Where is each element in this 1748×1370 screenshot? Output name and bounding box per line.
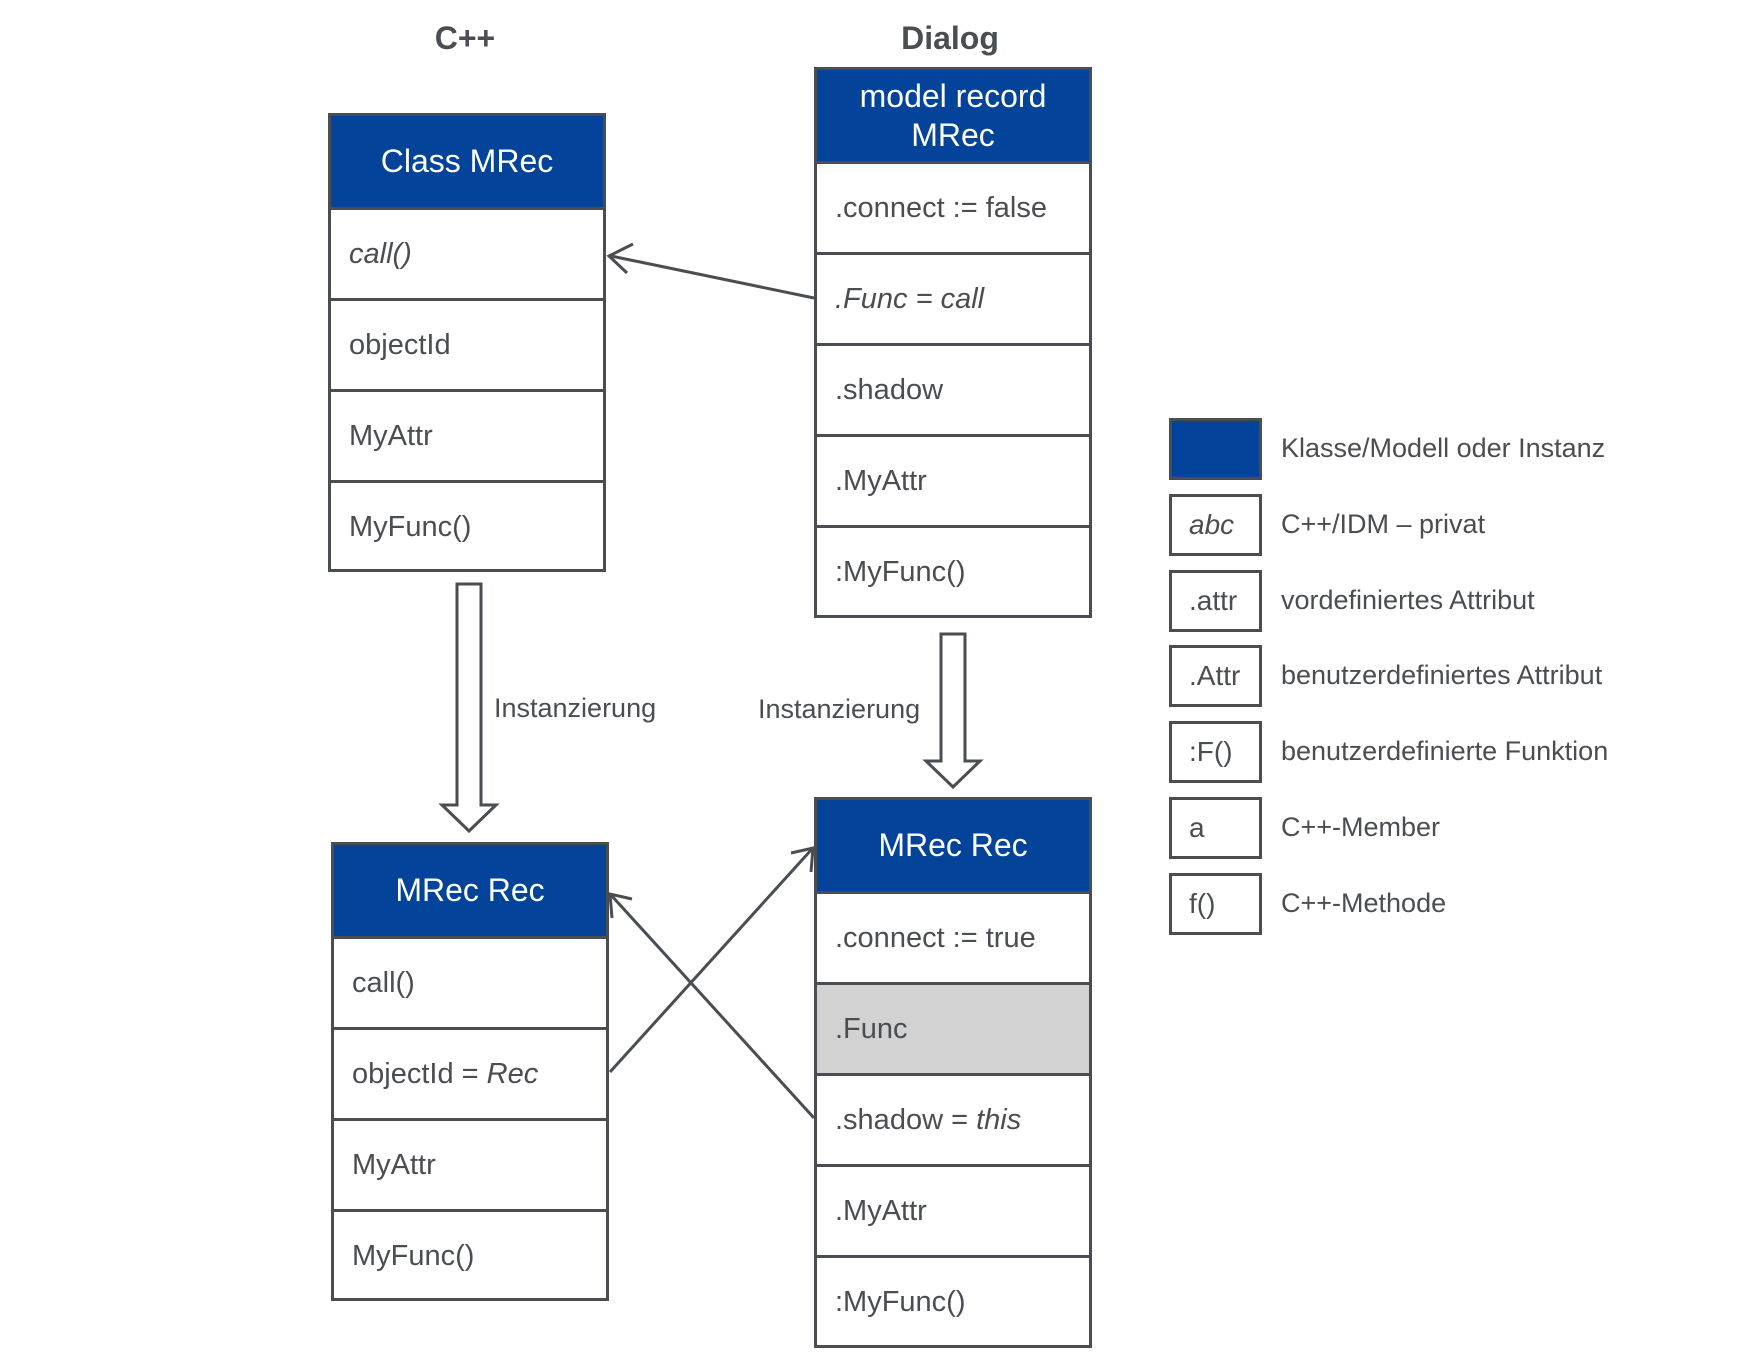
legend-swatch-class [1169,418,1262,480]
func-to-call-arrowhead [606,242,634,275]
dialog-column-header: Dialog [901,20,999,56]
cpp-instance-title: MRec Rec [334,845,606,936]
dialog-instance-row-myattr: .MyAttr [817,1164,1089,1255]
cpp-instance-objectid-value: Rec [486,1057,539,1090]
model-row-func: .Func = call [817,252,1089,343]
class-row-call: call() [331,207,603,298]
dialog-instance-shadow-value: this [976,1103,1022,1136]
legend-swatch-predefined-attr: .attr [1169,570,1262,632]
legend-text-class: Klasse/Modell oder Instanz [1281,433,1606,463]
dialog-instance-row-func: .Func [817,982,1089,1073]
model-row-shadow: .shadow [817,343,1089,434]
cpp-instance-row-myfunc: MyFunc() [334,1209,606,1300]
class-row-objectid: objectId [331,298,603,389]
cpp-instance-row-objectid: objectId = Rec [334,1027,606,1118]
legend-swatch-method: f() [1169,873,1262,935]
dialog-instance-shadow-label: .shadow = [835,1103,977,1136]
legend-text-method: C++-Methode [1281,888,1447,918]
cpp-instance-objectid-label: objectId = [352,1057,487,1090]
dialog-instance-row-shadow: .shadow = this [817,1073,1089,1164]
class-row-myfunc: MyFunc() [331,480,603,571]
legend-text-private: C++/IDM – privat [1281,509,1486,539]
shadow-to-cpp-instance-arrowhead [608,892,633,919]
right-instantiation-arrow [922,632,984,790]
dialog-instance-title: MRec Rec [817,800,1089,891]
class-mrec-title: Class MRec [331,116,603,207]
legend-swatch-private: abc [1169,494,1262,556]
cpp-instance-box: MRec Rec call() objectId = Rec MyAttr My… [331,842,609,1301]
cpp-instance-row-myattr: MyAttr [334,1118,606,1209]
legend-swatch-user-attr: .Attr [1169,645,1262,707]
cpp-column-header: C++ [434,20,496,56]
dialog-instance-box: MRec Rec .connect := true .Func .shadow … [814,797,1092,1348]
model-record-title: model record MRec [817,70,1089,161]
model-row-myfunc: :MyFunc() [817,525,1089,616]
shadow-to-cpp-instance-line [609,893,816,1120]
model-row-connect: .connect := false [817,161,1089,252]
legend-text-member: C++-Member [1281,812,1441,842]
dialog-instance-row-connect: .connect := true [817,891,1089,982]
dialog-instance-row-myfunc: :MyFunc() [817,1255,1089,1346]
left-instantiation-arrow [438,582,500,834]
legend-text-predefined-attr: vordefiniertes Attribut [1281,585,1535,615]
model-record-title-line1: model record [859,77,1047,114]
model-row-myattr: .MyAttr [817,434,1089,525]
left-instantiation-label: Instanzierung [494,693,657,723]
objectid-to-dialog-instance-line [608,847,814,1074]
class-row-myattr: MyAttr [331,389,603,480]
class-mrec-box: Class MRec call() objectId MyAttr MyFunc… [328,113,606,572]
right-instantiation-label: Instanzierung [758,694,921,724]
func-to-call-line [610,254,815,300]
model-record-box: model record MRec .connect := false .Fun… [814,67,1092,618]
cpp-instance-row-call: call() [334,936,606,1027]
legend-swatch-user-func: :F() [1169,721,1262,783]
legend-text-user-func: benutzerdefinierte Funktion [1281,736,1609,766]
legend-swatch-member: a [1169,797,1262,859]
legend-text-user-attr: benutzerdefiniertes Attribut [1281,660,1603,690]
model-record-title-line2: MRec [911,116,995,153]
objectid-to-dialog-instance-arrowhead [790,846,815,873]
